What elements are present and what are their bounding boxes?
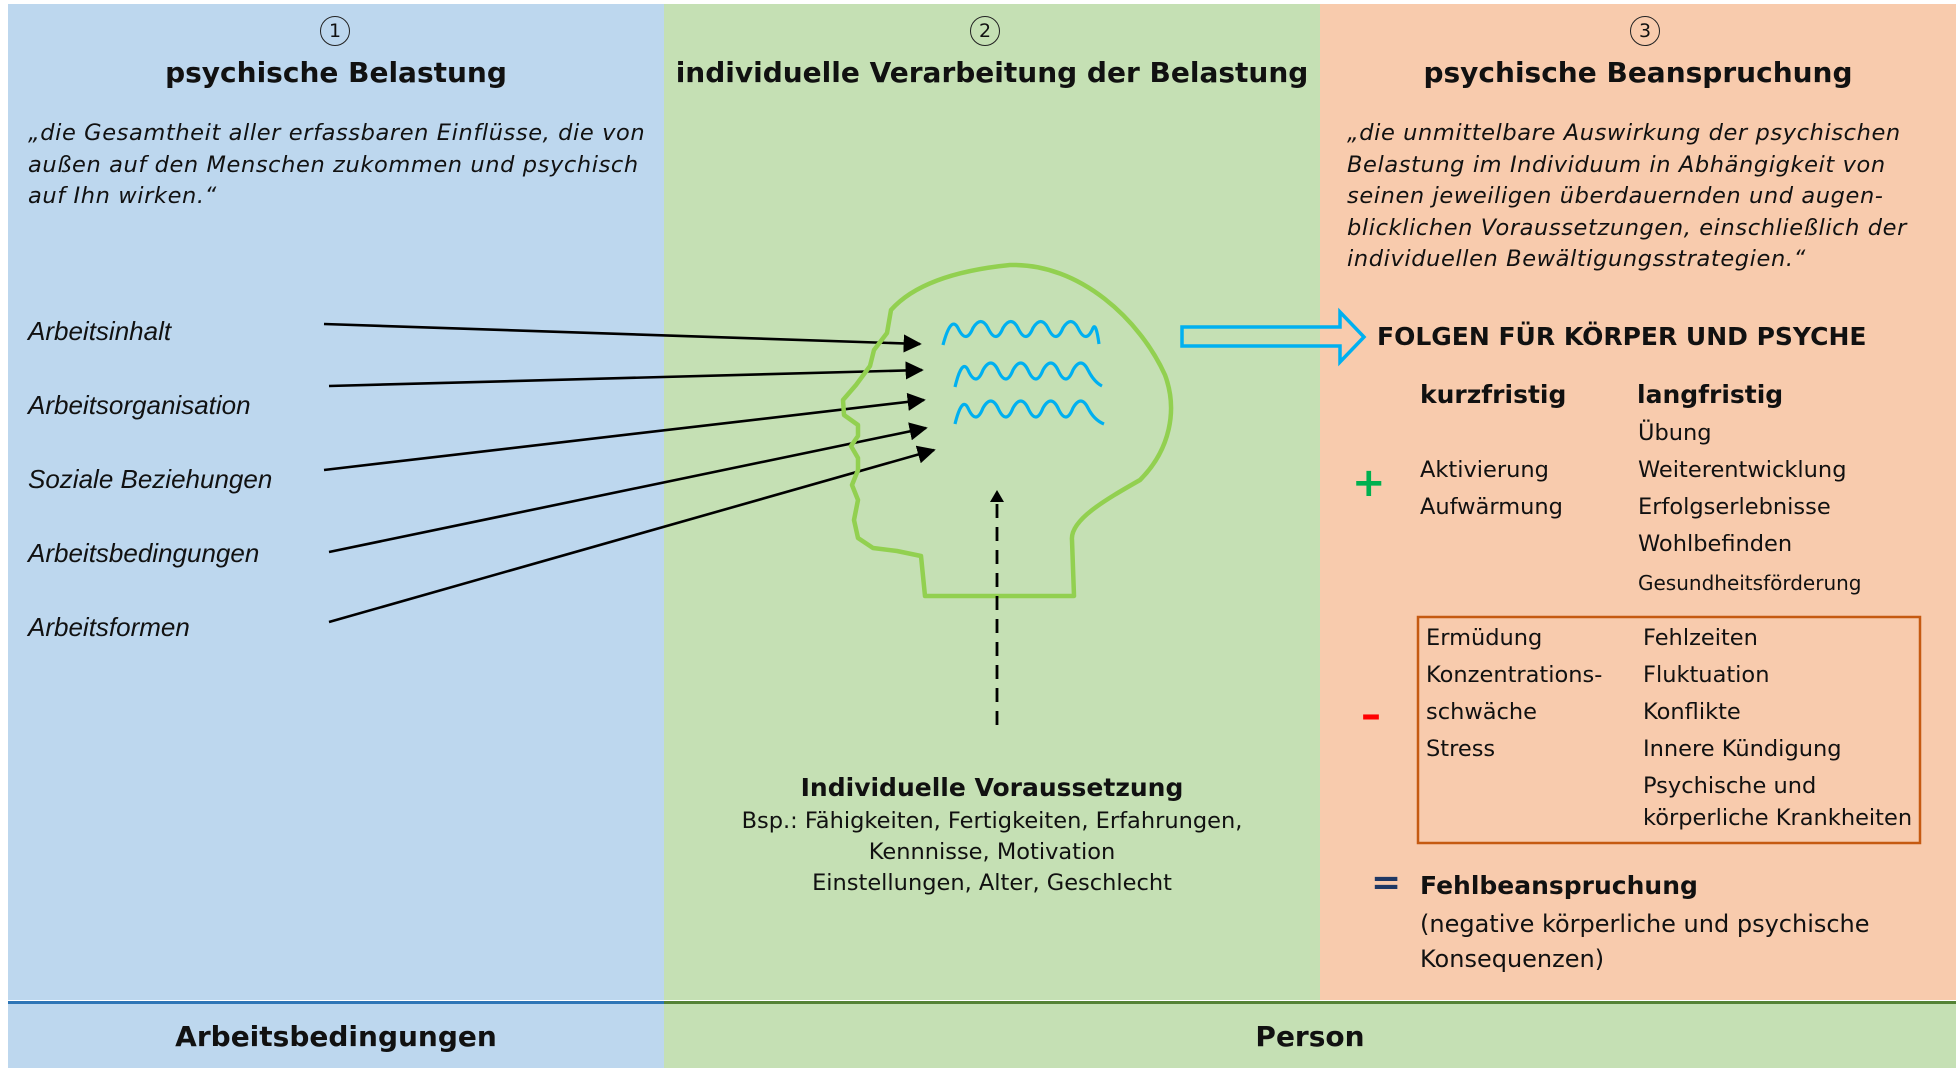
minus-icon: – bbox=[1361, 692, 1381, 738]
heading-processing: individuelle Verarbeitung der Belastung bbox=[675, 56, 1309, 89]
step-number-3: 3 bbox=[1630, 16, 1660, 46]
heading-strain: psychische Beanspruchung bbox=[1423, 56, 1853, 89]
equals-icon: = bbox=[1371, 862, 1402, 903]
negative-long-6: körperliche Krankheiten bbox=[1643, 805, 1913, 831]
positive-long-1: Übung bbox=[1638, 420, 1712, 446]
result-title: Fehlbeanspruchung bbox=[1420, 871, 1698, 900]
prerequisite-line-2: Kennnisse, Motivation bbox=[868, 839, 1116, 865]
consequences-title: FOLGEN FÜR KÖRPER UND PSYCHE bbox=[1377, 322, 1867, 351]
negative-short-3: schwäche bbox=[1426, 699, 1538, 725]
factor-arbeitsorganisation: Arbeitsorganisation bbox=[28, 390, 251, 420]
negative-short-2: Konzentrations- bbox=[1426, 662, 1603, 688]
outline-arrow-icon bbox=[1180, 307, 1367, 367]
step-number-2: 2 bbox=[970, 16, 1000, 46]
positive-short-1: Aktivierung bbox=[1420, 457, 1549, 483]
definition-workload: „die Gesamtheit aller erfassbaren Einflü… bbox=[28, 118, 645, 213]
factor-soziale-beziehungen: Soziale Beziehungen bbox=[28, 464, 273, 494]
negative-short-1: Ermüdung bbox=[1426, 625, 1543, 651]
quote-line: „die Gesamtheit aller erfassbaren Einflü… bbox=[28, 120, 646, 146]
positive-long-4: Wohlbefinden bbox=[1638, 531, 1793, 557]
step-number-1: 1 bbox=[320, 16, 350, 46]
plus-icon: + bbox=[1352, 460, 1386, 506]
negative-long-4: Innere Kündigung bbox=[1643, 736, 1842, 762]
definition-strain: „die unmittelbare Auswirkung der psychis… bbox=[1347, 118, 1907, 276]
factor-arbeitsbedingungen: Arbeitsbedingungen bbox=[28, 538, 260, 568]
negative-short-4: Stress bbox=[1426, 736, 1496, 762]
positive-long-5: Gesundheitsförderung bbox=[1638, 571, 1862, 595]
result-line-2: Konsequenzen) bbox=[1420, 945, 1605, 973]
heading-workload: psychische Belastung bbox=[165, 56, 507, 89]
positive-long-3: Erfolgserlebnisse bbox=[1638, 494, 1831, 520]
label-long-term: langfristig bbox=[1637, 380, 1784, 409]
result-line-1: (negative körperliche und psychische bbox=[1420, 910, 1870, 938]
label-short-term: kurzfristig bbox=[1420, 380, 1567, 409]
column-strain bbox=[1320, 4, 1956, 1000]
column-workload bbox=[8, 4, 664, 1000]
negative-box bbox=[1416, 615, 1922, 845]
quote-line: auf Ihn wirken.“ bbox=[28, 183, 217, 209]
footer-person: Person bbox=[664, 1001, 1956, 1068]
positive-short-2: Aufwärmung bbox=[1420, 494, 1563, 520]
factor-arbeitsinhalt: Arbeitsinhalt bbox=[28, 316, 172, 346]
positive-long-2: Weiterentwicklung bbox=[1638, 457, 1847, 483]
negative-long-2: Fluktuation bbox=[1643, 662, 1770, 688]
arrow-arbeitsinhalt bbox=[323, 322, 922, 353]
wave-1 bbox=[941, 319, 1101, 346]
wave-2 bbox=[953, 361, 1103, 388]
head-profile-icon bbox=[840, 262, 1174, 599]
negative-long-1: Fehlzeiten bbox=[1643, 625, 1758, 651]
dashed-arrow-head bbox=[990, 490, 1004, 502]
footer-work-conditions: Arbeitsbedingungen bbox=[8, 1001, 664, 1068]
quote-line: außen auf den Menschen zukommen und psyc… bbox=[28, 151, 639, 178]
negative-long-5: Psychische und bbox=[1643, 773, 1817, 799]
arrow-arbeitsorganisation bbox=[328, 361, 924, 388]
prerequisite-line-1: Bsp.: Fähigkeiten, Fertigkeiten, Erfahru… bbox=[741, 808, 1243, 834]
wave-3 bbox=[953, 399, 1105, 426]
quote-line: individuellen Bewältigungsstrategien.“ bbox=[1347, 246, 1806, 272]
arrow-arbeitsformen bbox=[328, 445, 936, 624]
negative-long-3: Konflikte bbox=[1643, 699, 1741, 725]
quote-line: Belastung im Individuum in Abhängigkeit … bbox=[1347, 151, 1886, 178]
factor-arbeitsformen: Arbeitsformen bbox=[28, 612, 190, 642]
quote-line: „die unmittelbare Auswirkung der psychis… bbox=[1347, 120, 1901, 146]
arrow-soziale-beziehungen bbox=[323, 392, 926, 472]
quote-line: blicklichen Voraussetzungen, einschließl… bbox=[1347, 214, 1907, 241]
arrow-arbeitsbedingungen bbox=[328, 422, 928, 554]
quote-line: seinen jeweiligen überdauernden und auge… bbox=[1347, 183, 1884, 209]
prerequisite-title: Individuelle Voraussetzung bbox=[800, 773, 1184, 802]
prerequisite-line-3: Einstellungen, Alter, Geschlecht bbox=[812, 870, 1172, 896]
